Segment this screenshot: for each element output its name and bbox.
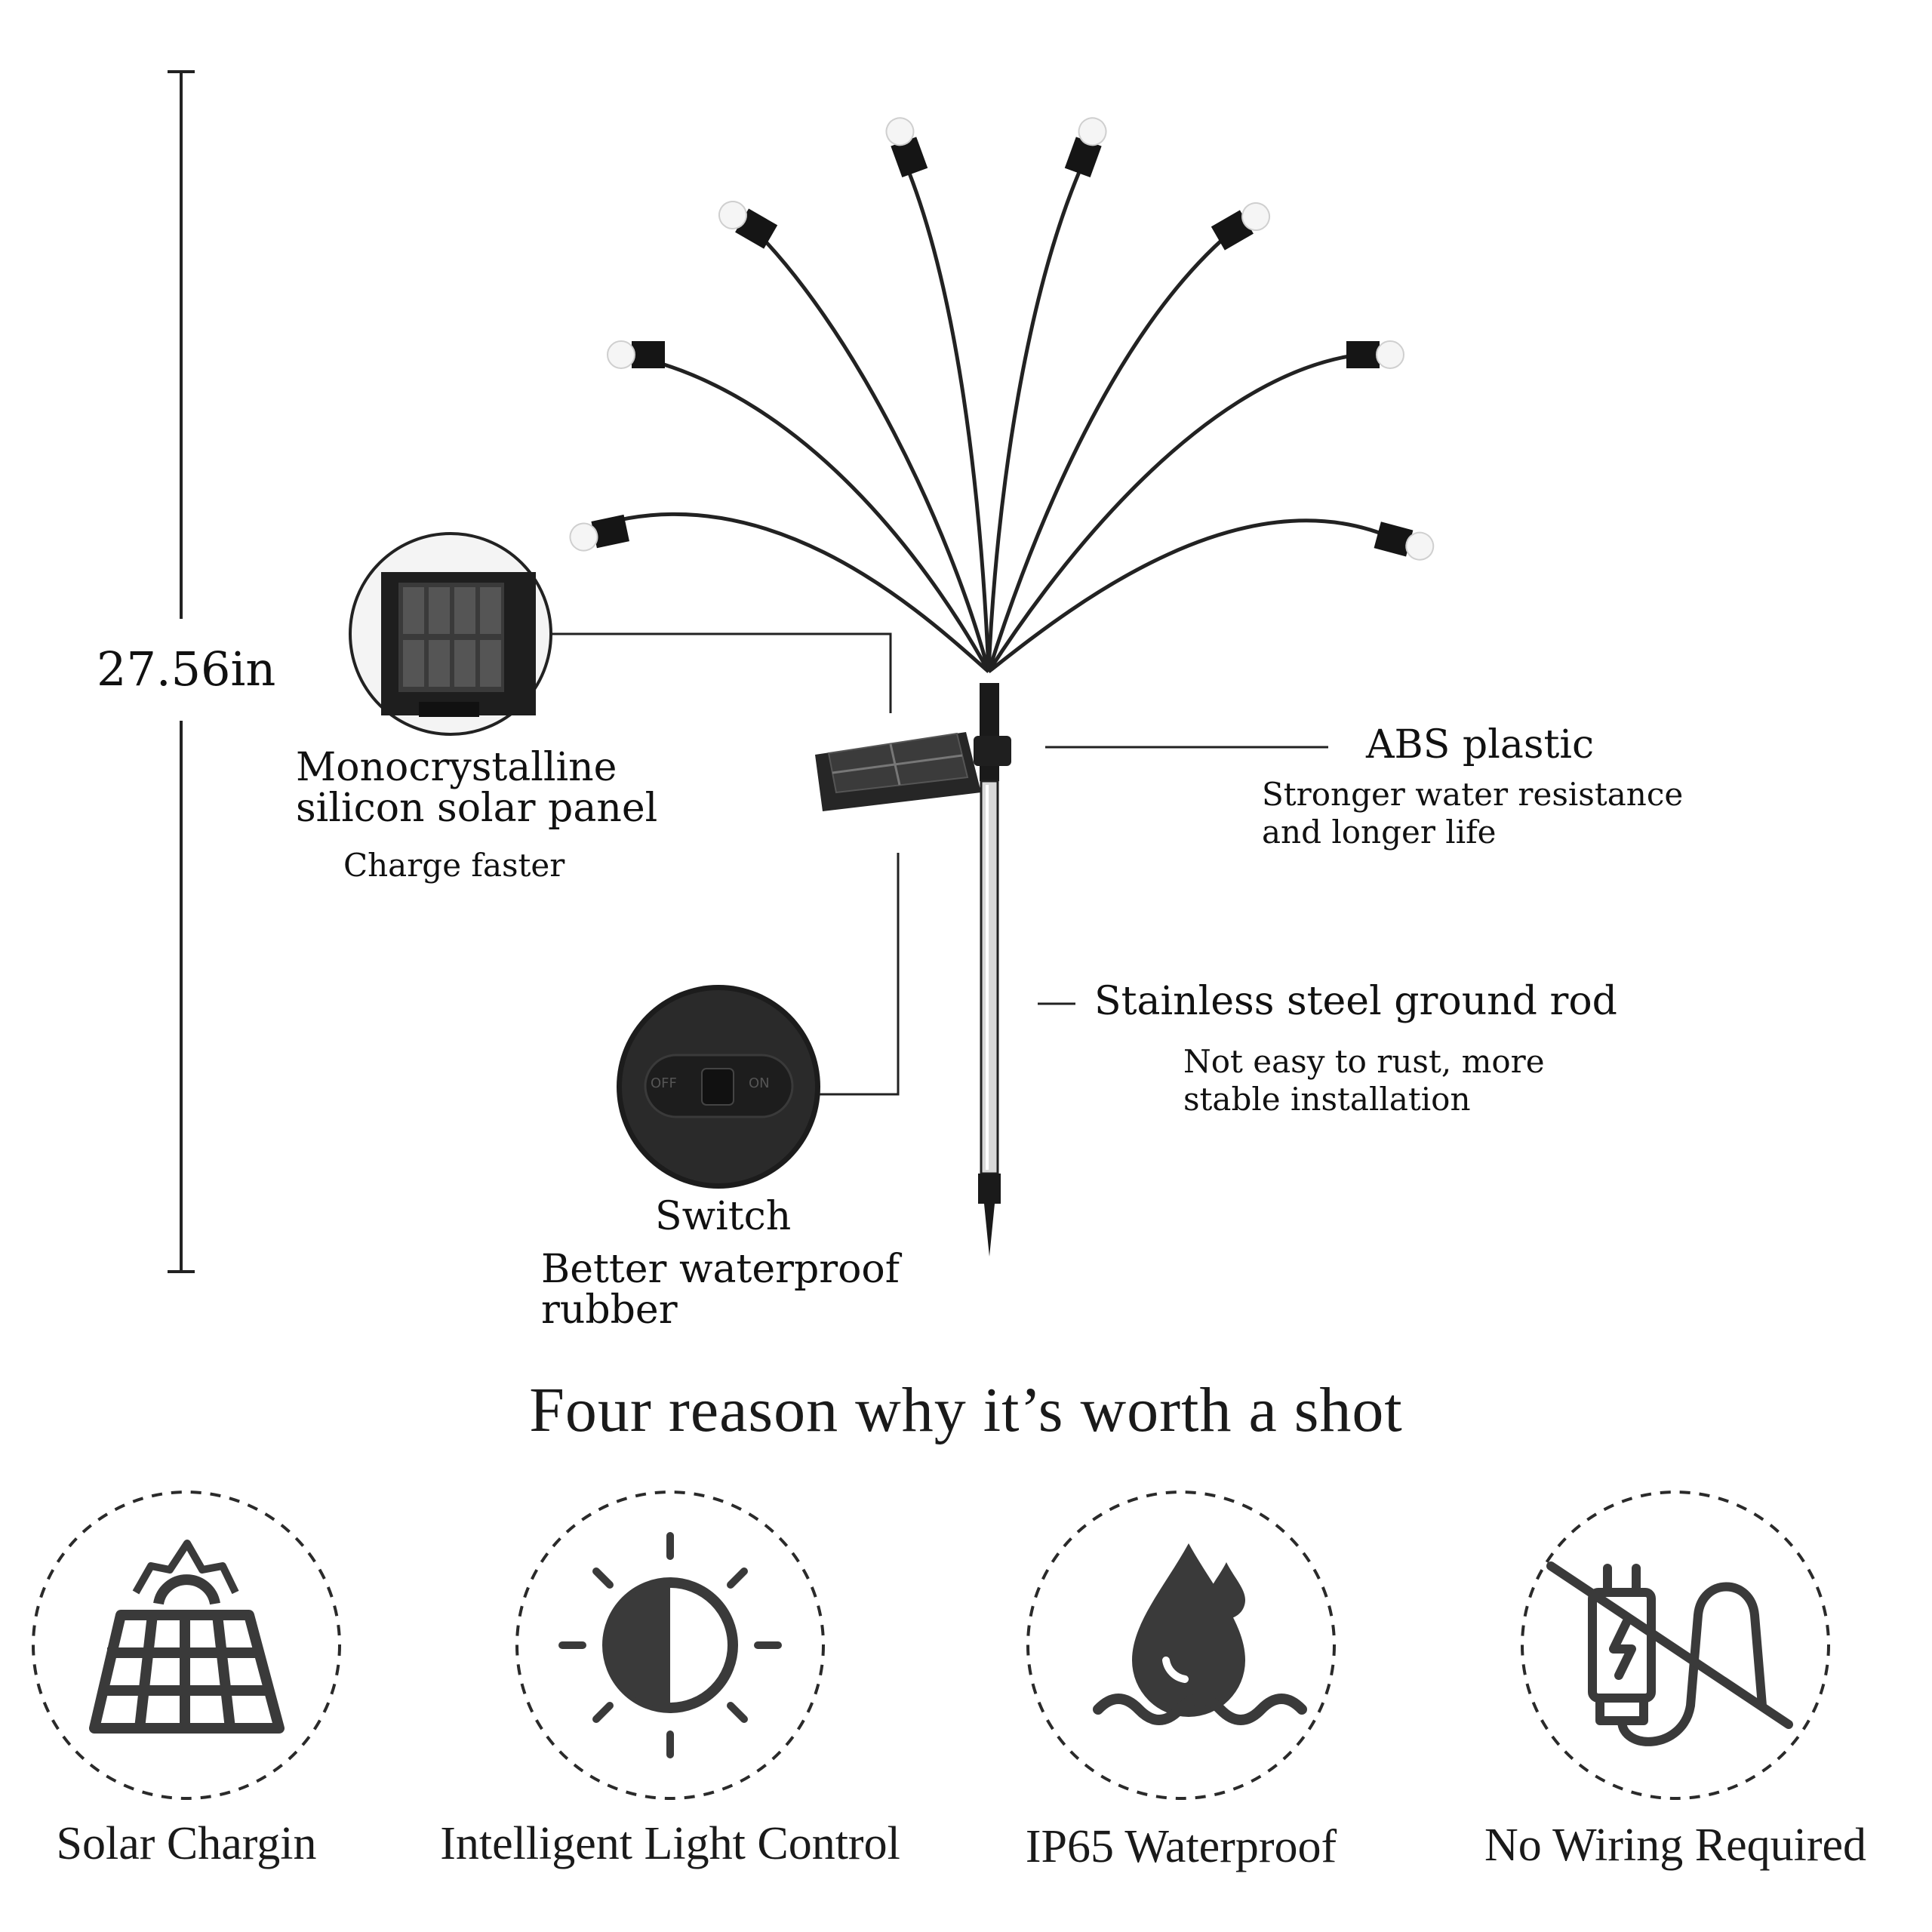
steel-rod-note-line2: stable installation [1183, 1081, 1471, 1118]
led-bulb [607, 340, 665, 369]
height-dimension-line [168, 70, 195, 1273]
switch-on-text: ON [749, 1075, 770, 1091]
steel-rod-title: Stainless steel ground rod [1094, 979, 1617, 1024]
led-bulb [1211, 202, 1271, 251]
light-stems [588, 153, 1398, 673]
solar-panel-note: Charge faster [343, 847, 565, 884]
benefit-label-light-control: Intelligent Light Control [440, 1818, 900, 1869]
led-bulb [718, 201, 778, 249]
callout-lines [551, 632, 1328, 1096]
height-dimension-label: 27.56in [97, 641, 276, 697]
benefit-label-waterproof: IP65 Waterproof [1025, 1821, 1337, 1872]
switch-title: Switch [655, 1194, 792, 1239]
led-bulb [1064, 117, 1107, 177]
solar-panel-title-line1: Monocrystalline [296, 745, 617, 790]
abs-plastic-title: ABS plastic [1366, 722, 1595, 768]
switch-off-text: OFF [651, 1075, 677, 1091]
led-bulb [1346, 340, 1404, 369]
section-title: Four reason why it’s worth a shot [529, 1375, 1403, 1445]
steel-rod-note-line1: Not easy to rust, more [1183, 1043, 1545, 1080]
switch-zoom [617, 985, 820, 1189]
solar-panel-title-line2: silicon solar panel [296, 786, 658, 831]
abs-plastic-note-line2: and longer life [1262, 814, 1497, 851]
benefit-label-solar: Solar Chargin [56, 1818, 317, 1869]
abs-plastic-note-line1: Stronger water resistance [1262, 776, 1684, 813]
switch-note-line1: Better waterproof [541, 1247, 900, 1292]
led-bulb [885, 117, 928, 177]
ground-rod [978, 683, 1001, 1257]
benefit-label-no-wiring: No Wiring Required [1484, 1820, 1867, 1871]
led-bulb [1374, 521, 1435, 561]
solar-panel-zoom [349, 532, 552, 736]
led-bulbs [569, 117, 1435, 561]
led-bulb [569, 514, 629, 552]
stake-solar-panel [815, 732, 1011, 811]
switch-note-line2: rubber [541, 1287, 678, 1333]
